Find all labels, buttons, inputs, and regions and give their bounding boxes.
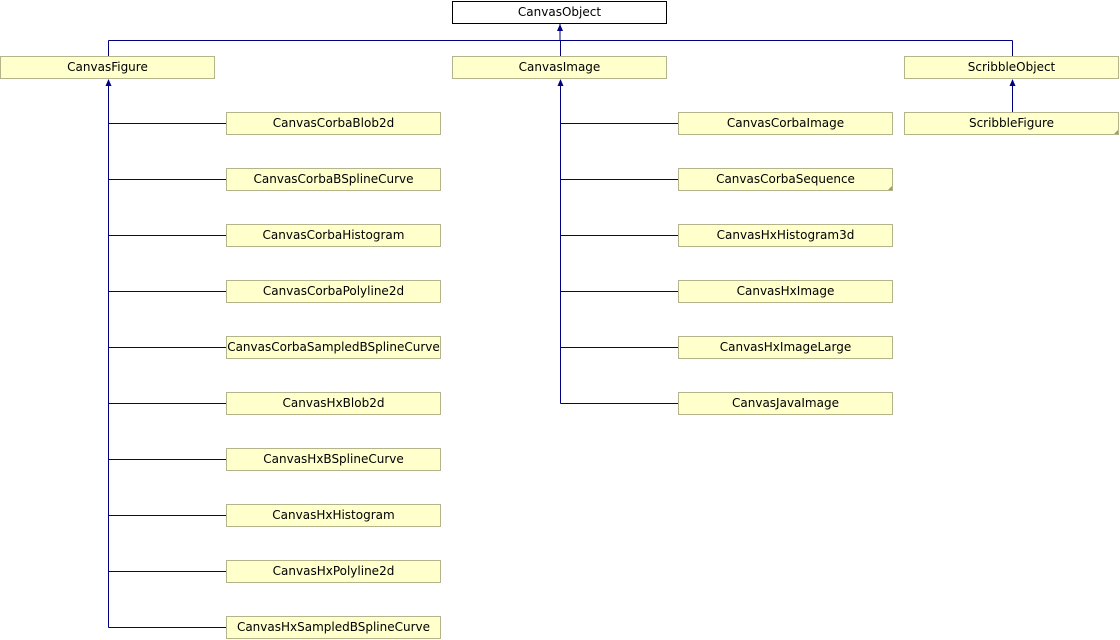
- class-node-child[interactable]: CanvasHxHistogram: [226, 504, 441, 527]
- class-node-child[interactable]: CanvasCorbaHistogram: [226, 224, 441, 247]
- class-label: CanvasFigure: [67, 60, 148, 74]
- class-label: CanvasHxPolyline2d: [272, 564, 395, 578]
- more-subclasses-icon: [1113, 129, 1118, 134]
- class-node-parent[interactable]: ScribbleObject: [904, 56, 1119, 79]
- class-node-child[interactable]: CanvasHxBSplineCurve: [226, 448, 441, 471]
- class-node-child[interactable]: ScribbleFigure: [904, 112, 1119, 135]
- class-label: ScribbleObject: [967, 60, 1056, 74]
- class-label: CanvasImage: [518, 60, 601, 74]
- class-label: CanvasCorbaBlob2d: [272, 116, 395, 130]
- class-label: CanvasHxBSplineCurve: [263, 452, 404, 466]
- class-node-parent[interactable]: CanvasFigure: [0, 56, 215, 79]
- class-label: ScribbleFigure: [968, 116, 1055, 130]
- class-label: CanvasHxImage: [736, 284, 835, 298]
- class-label: CanvasCorbaPolyline2d: [262, 284, 405, 298]
- class-node-child[interactable]: CanvasHxImage: [678, 280, 893, 303]
- inheritance-arrow-icon: [557, 24, 563, 31]
- class-node-root[interactable]: CanvasObject: [452, 1, 667, 24]
- class-node-child[interactable]: CanvasHxHistogram3d: [678, 224, 893, 247]
- class-node-child[interactable]: CanvasCorbaPolyline2d: [226, 280, 441, 303]
- class-node-child[interactable]: CanvasCorbaImage: [678, 112, 893, 135]
- class-node-child[interactable]: CanvasHxSampledBSplineCurve: [226, 616, 441, 639]
- more-subclasses-icon: [887, 185, 892, 190]
- class-node-child[interactable]: CanvasHxPolyline2d: [226, 560, 441, 583]
- class-node-child[interactable]: CanvasCorbaBSplineCurve: [226, 168, 441, 191]
- inheritance-arrow-icon: [1009, 79, 1016, 86]
- class-label: CanvasHxSampledBSplineCurve: [236, 620, 431, 634]
- class-label: CanvasHxImageLarge: [719, 340, 852, 354]
- class-label: CanvasCorbaImage: [726, 116, 845, 130]
- class-node-child[interactable]: CanvasHxBlob2d: [226, 392, 441, 415]
- class-label: CanvasCorbaSequence: [716, 172, 855, 186]
- class-node-child[interactable]: CanvasJavaImage: [678, 392, 893, 415]
- class-node-child[interactable]: CanvasCorbaSequence: [678, 168, 893, 191]
- inheritance-arrow-icon: [105, 79, 112, 86]
- class-label: CanvasCorbaBSplineCurve: [253, 172, 414, 186]
- class-node-child[interactable]: CanvasHxImageLarge: [678, 336, 893, 359]
- class-label: CanvasCorbaSampledBSplineCurve: [227, 340, 440, 354]
- class-label: CanvasHxHistogram3d: [716, 228, 855, 242]
- class-node-child[interactable]: CanvasCorbaBlob2d: [226, 112, 441, 135]
- class-label: CanvasObject: [517, 5, 602, 19]
- class-label: CanvasJavaImage: [732, 396, 839, 410]
- class-label: CanvasCorbaHistogram: [262, 228, 405, 242]
- class-label: CanvasHxHistogram: [272, 508, 395, 522]
- class-label: CanvasHxBlob2d: [282, 396, 385, 410]
- class-node-child[interactable]: CanvasCorbaSampledBSplineCurve: [226, 336, 441, 359]
- inheritance-arrow-icon: [557, 79, 564, 86]
- class-node-parent[interactable]: CanvasImage: [452, 56, 667, 79]
